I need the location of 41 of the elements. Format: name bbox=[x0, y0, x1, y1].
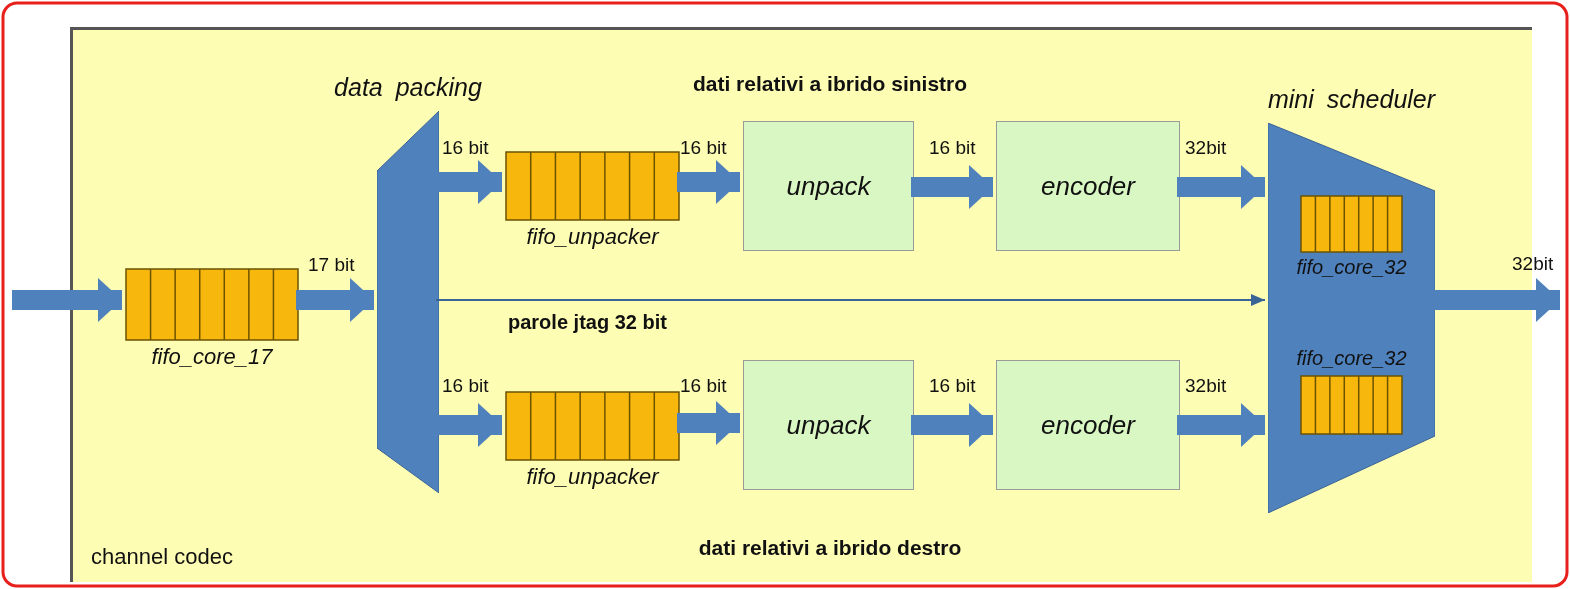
edge-label: 16 bit bbox=[680, 375, 727, 397]
edge-label: 32bit bbox=[1185, 375, 1227, 397]
block-label: unpack bbox=[786, 409, 871, 441]
block-arrow bbox=[436, 403, 502, 447]
section-label: dati relativi a ibrido destro bbox=[697, 536, 963, 560]
fifo-label: fifo_core_32 bbox=[1295, 347, 1408, 370]
edge-label: parole jtag 32 bit bbox=[508, 311, 667, 334]
block-arrow bbox=[296, 278, 374, 322]
block-arrow bbox=[1432, 278, 1560, 322]
edge-label: 16 bit bbox=[929, 137, 976, 159]
block-arrow bbox=[1177, 403, 1265, 447]
arrow bbox=[435, 294, 1266, 306]
process-box bbox=[996, 360, 1180, 490]
panel-label: channel codec bbox=[91, 544, 233, 570]
fifo-label: fifo_core_17 bbox=[150, 344, 274, 370]
block-arrow bbox=[436, 160, 502, 204]
block-arrow bbox=[677, 160, 740, 204]
block-label: encoder bbox=[1041, 409, 1135, 441]
edge-label: 32bit bbox=[1512, 253, 1554, 275]
edge-label: 16 bit bbox=[442, 375, 489, 397]
edge-label: 16 bit bbox=[442, 137, 489, 159]
block-arrow bbox=[911, 403, 993, 447]
process-box bbox=[996, 121, 1180, 251]
block-arrow bbox=[677, 401, 740, 445]
edge-label: 16 bit bbox=[929, 375, 976, 397]
section-label: dati relativi a ibrido sinistro bbox=[691, 72, 969, 96]
edge-label: 32bit bbox=[1185, 137, 1227, 159]
fifo-label: fifo_core_32 bbox=[1295, 256, 1408, 279]
block-arrow bbox=[12, 278, 122, 322]
block-label: unpack bbox=[786, 170, 871, 202]
edge-label: 16 bit bbox=[680, 137, 727, 159]
process-box bbox=[743, 360, 914, 490]
block-arrow bbox=[1177, 165, 1265, 209]
edge-label: 17 bit bbox=[308, 254, 355, 276]
block-label: mini scheduler bbox=[1266, 85, 1437, 114]
block-arrow bbox=[911, 165, 993, 209]
block-label: data packing bbox=[333, 73, 483, 102]
block-label: encoder bbox=[1041, 170, 1135, 202]
fifo-label: fifo_unpacker bbox=[525, 224, 661, 250]
fifo-label: fifo_unpacker bbox=[525, 464, 661, 490]
process-box bbox=[743, 121, 914, 251]
